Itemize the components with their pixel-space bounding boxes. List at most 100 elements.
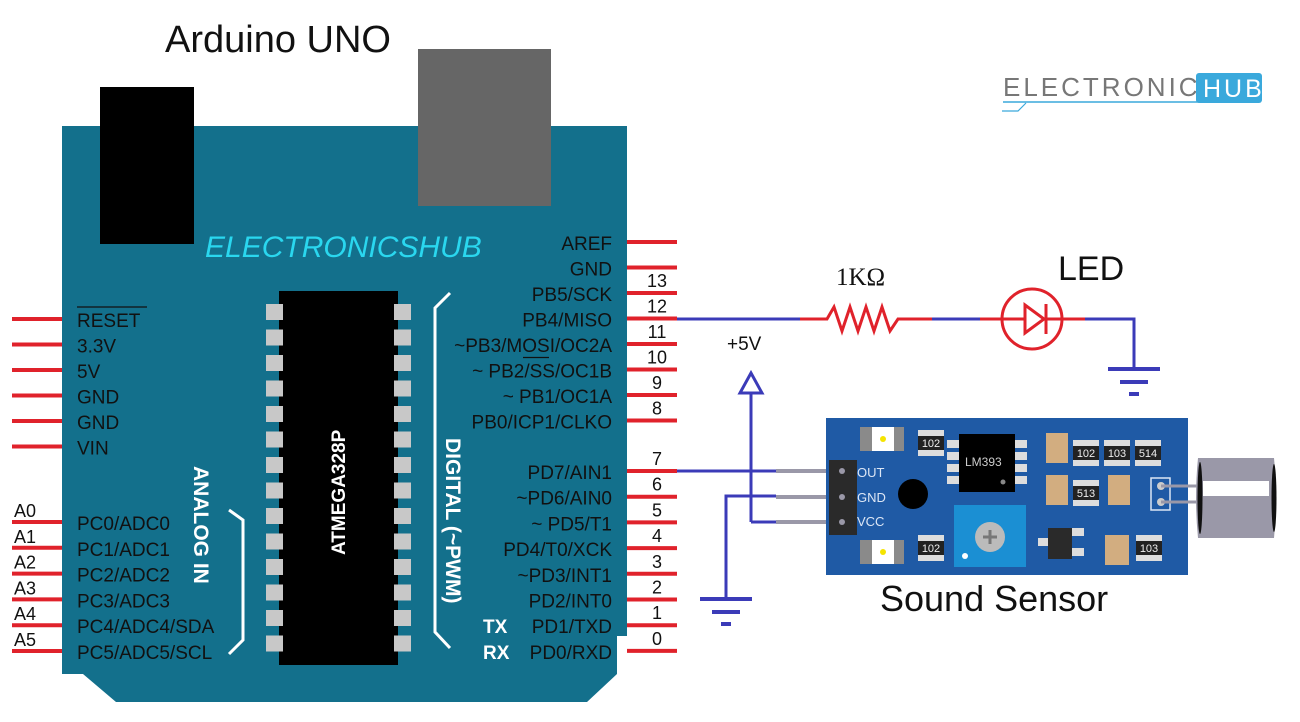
chip-pad: [394, 355, 411, 371]
chip-pad: [394, 457, 411, 473]
capacitor: [1108, 475, 1130, 505]
digital-pin-label: PD4/T0/XCK: [503, 540, 612, 561]
resistor-code: 514: [1139, 448, 1157, 460]
chip-pad: [394, 559, 411, 575]
brand-logo-text: ELECTRONICS: [1003, 72, 1221, 102]
digital-pin: GND: [570, 260, 677, 281]
resistor-label: 1KΩ: [836, 264, 885, 291]
digital-pin-label: PD7/AIN1: [528, 463, 612, 484]
analog-bracket: [227, 508, 245, 656]
microphone-capsule: [1196, 458, 1277, 538]
digital-pin-number: 3: [652, 552, 662, 572]
power-pin-label: 5V: [77, 362, 101, 383]
analog-pin-label: PC0/ADC0: [77, 514, 170, 535]
digital-pin-label: ~PB3/MOSI/OC2A: [454, 336, 612, 357]
digital-pin: AREF: [561, 234, 677, 255]
digital-pin-label: PD0/RXD: [530, 643, 612, 664]
digital-pin-number: 7: [652, 449, 662, 469]
resistor-code: 102: [922, 543, 940, 555]
digital-pin-number: 4: [652, 526, 662, 546]
digital-bracket: [433, 291, 452, 650]
vcc-arrow-symbol: [737, 369, 765, 395]
sensor-wiring: +5V: [677, 334, 842, 626]
serial-tag: RX: [483, 643, 510, 664]
mic-connector: [1150, 477, 1171, 511]
digital-pin: 10~ PB2/SS/OC1B: [472, 348, 677, 383]
digital-pin-label: PD1/TXD: [532, 617, 612, 638]
transistor: [1038, 528, 1084, 559]
chip-pad: [266, 533, 283, 550]
digital-pin-number: 0: [652, 629, 662, 649]
smd-resistor: 514: [1135, 440, 1161, 466]
digital-pin-number: 9: [652, 373, 662, 393]
power-pin: 3.3V: [12, 337, 116, 358]
power-pin-label: 3.3V: [77, 337, 116, 358]
digital-pin-label: PB0/ICP1/CLKO: [472, 413, 612, 434]
digital-pin-label: PD2/INT0: [529, 592, 612, 613]
chip-pad: [266, 329, 283, 346]
chip-pad: [266, 584, 283, 601]
smd-resistor: 513: [1073, 480, 1099, 506]
digital-pin-label: ~ PB1/OC1A: [503, 387, 613, 408]
chip-pad: [394, 610, 411, 626]
digital-pin-number: 11: [648, 322, 667, 342]
chip-pad: [266, 457, 283, 473]
analog-pin-header: A0PC0/ADC0A1PC1/ADC1A2PC2/ADC2A3PC3/ADC3…: [12, 501, 215, 664]
sensor-pin-gnd: GND: [857, 490, 886, 505]
smd-resistor: 102: [918, 430, 944, 456]
brand-logo: ELECTRONICS HUB: [1002, 72, 1262, 112]
brand-logo-badge: [1196, 73, 1262, 103]
led-symbol: [980, 287, 1085, 351]
led-circuit: 1KΩ LED: [677, 250, 1160, 396]
digital-pin-number: 10: [647, 348, 667, 368]
capacitor: [1046, 475, 1068, 505]
power-pin: GND: [12, 388, 119, 409]
atmega-chip: ATMEGA328P: [266, 291, 411, 665]
chip-pad: [266, 610, 283, 626]
power-pin: 5V: [12, 362, 101, 383]
analog-pin-label: PC1/ADC1: [77, 540, 170, 561]
smd-resistor: 102: [918, 535, 944, 561]
sensor-led-power: [860, 427, 904, 451]
capacitor: [1105, 535, 1129, 565]
digital-pin: 9 ~ PB1/OC1A: [503, 373, 677, 408]
power-pin-label: RESET: [77, 311, 141, 332]
chip-pad: [394, 304, 411, 320]
power-pin-label: VIN: [77, 439, 109, 460]
digital-pin-number: 13: [647, 271, 667, 291]
chip-pad: [394, 431, 411, 448]
power-pin-label: GND: [77, 388, 119, 409]
chip-pad: [394, 406, 411, 422]
smd-resistor: 103: [1104, 440, 1130, 466]
chip-pad: [394, 482, 411, 499]
analog-section-label: ANALOG IN: [189, 466, 212, 584]
chip-pad: [266, 380, 283, 397]
digital-pin-number: 6: [652, 475, 662, 495]
ground-symbol-led: [1108, 367, 1160, 396]
chip-pad: [266, 635, 283, 652]
resistor-symbol: [800, 302, 932, 336]
digital-section-label: DIGITAL (~PWM): [441, 438, 464, 603]
analog-pin-label: PC2/ADC2: [77, 566, 170, 587]
chip-pad: [266, 406, 283, 422]
mic-hole: [898, 479, 928, 509]
chip-pad: [394, 635, 411, 652]
chip-pad: [266, 559, 283, 575]
digital-pin-header: AREFGND13PB5/SCK12PB4/MISO11~PB3/MOSI/OC…: [454, 234, 677, 664]
chip-pad: [266, 431, 283, 448]
digital-pin-label: ~PD6/AIN0: [516, 489, 612, 510]
resistor-code: 103: [1140, 543, 1158, 555]
chip-pad: [394, 508, 411, 524]
lm393-ic: LM393: [947, 434, 1027, 492]
sensor-pin-out: OUT: [857, 465, 885, 480]
